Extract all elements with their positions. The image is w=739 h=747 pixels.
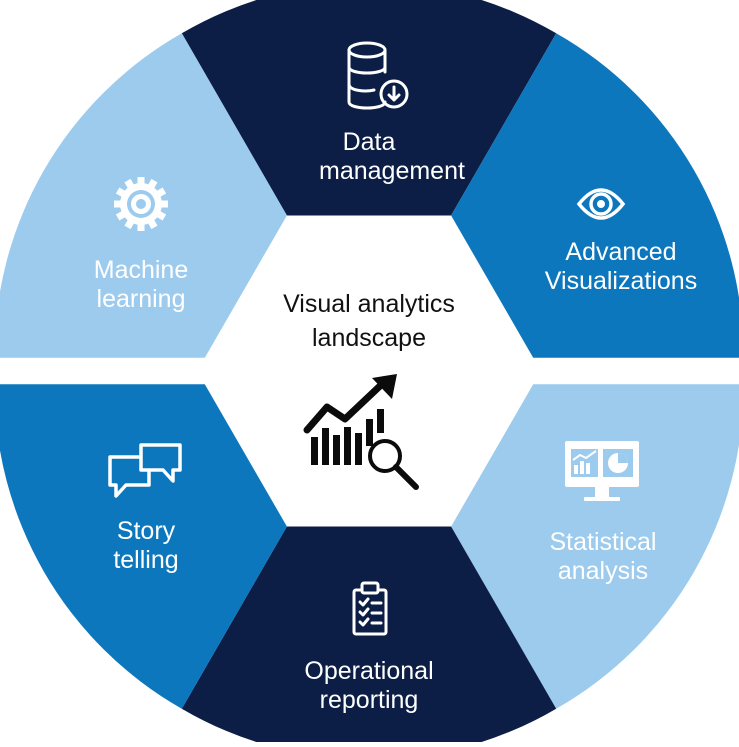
segment-label-line2: telling — [113, 546, 179, 574]
segment-label-line2: learning — [96, 285, 186, 313]
segment-story-telling — [0, 384, 287, 709]
segment-label-line2: analysis — [557, 557, 649, 585]
segment-label-line1: Operational — [304, 657, 434, 685]
segment-label-line2: management — [319, 157, 465, 185]
segment-label-line1: Machine — [93, 256, 189, 284]
center-title: Visual analytics landscape — [259, 287, 479, 355]
center-title-line2: landscape — [312, 324, 426, 352]
segment-label-statistical-analysis: Statistical analysis — [538, 528, 668, 586]
chat-bubbles-icon — [108, 443, 182, 498]
segment-label-line1: Data — [342, 128, 396, 156]
segment-label-line1: Advanced — [565, 238, 677, 266]
segment-label-line1: Story — [116, 517, 176, 545]
segment-label-advanced-visualizations: Advanced Visualizations — [531, 238, 711, 296]
segment-statistical-analysis — [451, 384, 739, 709]
clipboard-checklist-icon — [352, 581, 388, 636]
segment-label-data-management: Data management — [319, 128, 465, 186]
segment-label-machine-learning: Machine learning — [81, 256, 201, 314]
segment-operational-reporting — [181, 526, 557, 747]
segment-label-operational-reporting: Operational reporting — [299, 657, 439, 715]
analytics-chart-magnifier-icon — [303, 374, 419, 490]
segment-label-line2: reporting — [319, 686, 419, 714]
segment-label-line2: Visualizations — [544, 267, 698, 295]
center-title-line1: Visual analytics — [283, 290, 455, 318]
gear-icon — [114, 177, 168, 231]
segment-label-story-telling: Story telling — [96, 517, 196, 575]
eye-icon — [576, 188, 626, 220]
segment-label-line1: Statistical — [549, 528, 657, 556]
database-download-icon — [347, 41, 409, 110]
monitor-charts-icon — [565, 441, 639, 501]
